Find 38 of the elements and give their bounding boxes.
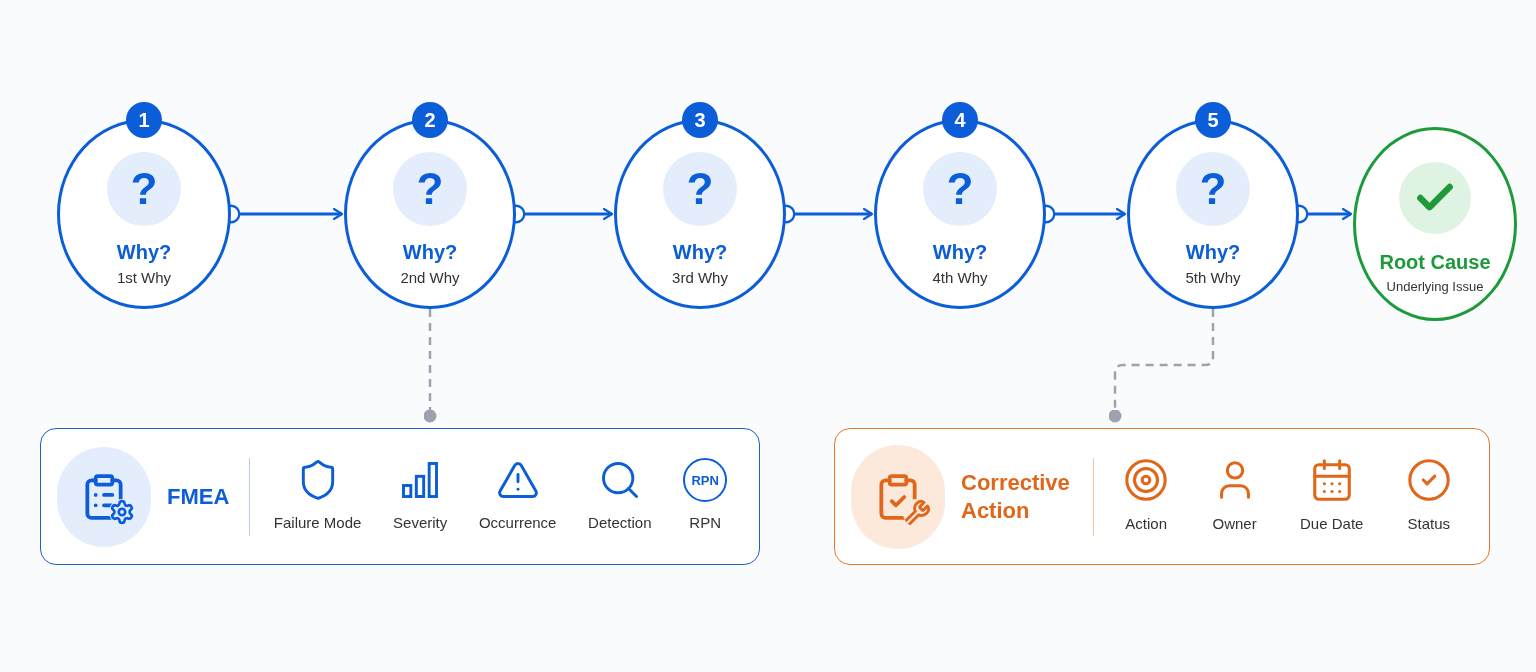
step-subtitle: 2nd Why: [400, 269, 460, 288]
step-subtitle: 1st Why: [116, 269, 172, 288]
question-mark-badge: ?: [393, 152, 467, 226]
item-label: Failure Mode: [273, 513, 362, 534]
step-title: Why?: [1185, 240, 1241, 265]
step-subtitle: 3rd Why: [672, 269, 728, 288]
step-title: Why?: [932, 240, 988, 265]
step-title: Why?: [672, 240, 728, 265]
panel-title: Corrective Action: [961, 469, 1071, 524]
step-number-badge: 3: [682, 102, 718, 138]
step-number-badge: 5: [1195, 102, 1231, 138]
step-subtitle: 5th Why: [1185, 269, 1241, 288]
step-title: Why?: [116, 240, 172, 265]
item-label: RPN: [689, 513, 721, 534]
question-mark-badge: ?: [107, 152, 181, 226]
item-label: Action: [1125, 514, 1168, 535]
step-title: Why?: [402, 240, 458, 265]
step-subtitle: 4th Why: [932, 269, 988, 288]
item-label: Due Date: [1300, 514, 1364, 535]
dashed-connector: [1108, 309, 1215, 423]
step-number-badge: 2: [412, 102, 448, 138]
step-number-badge: 4: [942, 102, 978, 138]
item-label: Severity: [393, 513, 448, 534]
step-number-badge: 1: [126, 102, 162, 138]
dashed-connector: [423, 309, 437, 423]
question-mark-badge: ?: [663, 152, 737, 226]
item-label: Detection: [588, 513, 652, 534]
question-mark-badge: ?: [923, 152, 997, 226]
item-label: Occurrence: [478, 513, 557, 534]
question-mark-badge: ?: [1176, 152, 1250, 226]
fmea-panel: [40, 428, 760, 565]
result-subtitle: Underlying Issue: [1386, 279, 1484, 296]
result-title: Root Cause: [1379, 250, 1491, 275]
panel-title: FMEA: [167, 482, 229, 511]
corrective-action-panel: [834, 428, 1490, 565]
item-label: Status: [1407, 514, 1451, 535]
item-label: Owner: [1212, 514, 1257, 535]
rpn-badge: RPN: [683, 458, 728, 503]
